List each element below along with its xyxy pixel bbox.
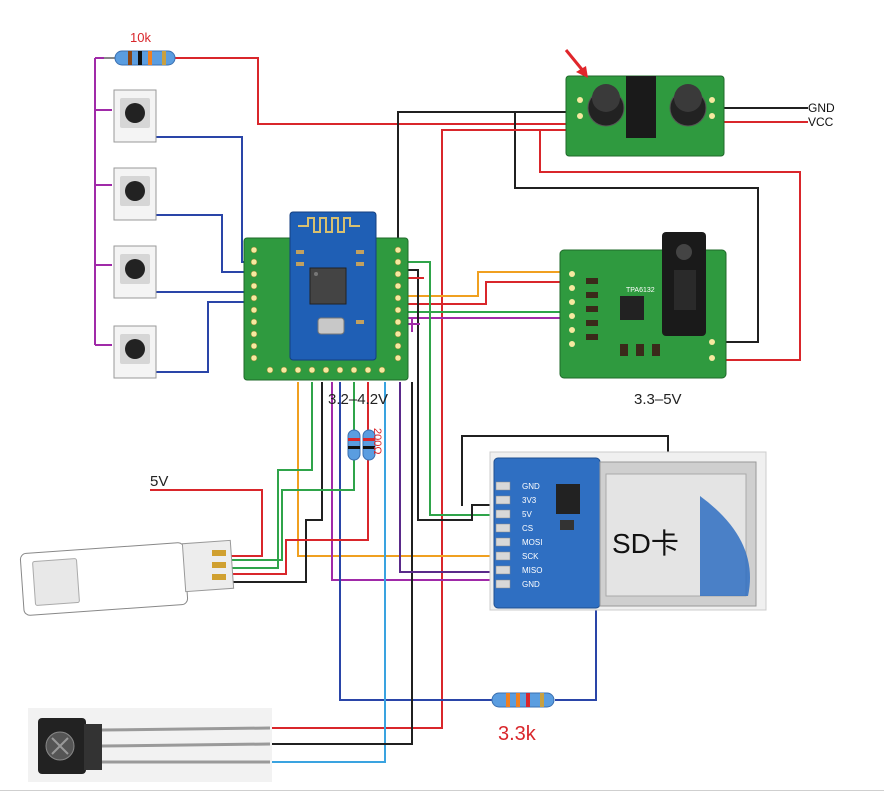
sd-pin-sck: SCK [522,552,539,561]
wire-bt-green-right [396,261,500,516]
usb-5v-label: 5V [150,473,168,490]
sd-pin-mosi: MOSI [522,538,542,547]
wire-bt-green-usb [230,382,313,569]
resistor-vertical-2 [362,429,376,461]
sd-pin-miso: MISO [522,566,542,575]
resistor-10k-label: 10k [130,30,151,45]
wire-bt-lightblue-ir [268,382,386,763]
gnd-label: GND [808,101,835,115]
wires [94,57,808,763]
wire-bt-darkpurple-sd [399,382,500,573]
wire-bt-black-usb [230,382,323,583]
button-3 [113,245,157,299]
wire-bt-black-right [404,269,500,521]
arrow-icon [564,49,588,78]
wire-button-bus [94,57,112,346]
wire-bt-purple-sd [331,382,500,581]
bottom-divider [0,790,884,791]
wire-bt-orange-res [230,382,369,575]
sd-pin-3v3: 3V3 [522,496,537,505]
wire-audio-1 [400,271,580,297]
bt-voltage-label: 3.2–4.2V [328,391,388,408]
sd-pin-cs: CS [522,524,533,533]
sd-pin-gnd-1: GND [522,482,540,491]
amp-chip-label: TPA6132 [626,287,655,294]
sd-card-label: SD卡 [612,528,679,559]
vcc-label: VCC [808,115,834,129]
wire-bt-orange-down [297,382,500,557]
wire-bt-blue-down [339,382,492,701]
button-1 [113,89,157,143]
resistor-3-3k-label: 3.3k [498,723,537,745]
wire-resistor-to-power [175,57,590,125]
amplifier-module [559,232,727,379]
wire-audio-2 [400,281,580,305]
wire-power-gnd-bt [397,111,590,242]
ir-receiver [28,708,272,782]
wire-button-2 [155,214,262,273]
button-4 [113,325,157,379]
power-module [565,75,725,157]
sd-pin-5v: 5V [522,510,532,519]
sd-pin-gnd-2: GND [522,580,540,589]
resistor-vertical-1 [347,429,361,461]
sd-card-module [489,451,767,611]
wire-button-4 [155,301,262,373]
resistor-3-3k [491,692,555,708]
wire-power-vcc-down [270,129,590,729]
wire-bt-black-ir [268,382,413,745]
amp-voltage-label: 3.3–5V [634,391,682,408]
wire-audio-4 [400,317,580,332]
resistor-10k [104,50,176,66]
wire-usb-5v [150,489,263,557]
sd-pin-labels: GND 3V3 5V CS MOSI SCK MISO GND [522,482,542,589]
wire-resistor-to-sd [555,608,597,701]
usb-stick [19,539,235,616]
bluetooth-module [243,211,409,381]
resistor-vertical-label: 200Ω [371,428,383,455]
button-2 [113,167,157,221]
